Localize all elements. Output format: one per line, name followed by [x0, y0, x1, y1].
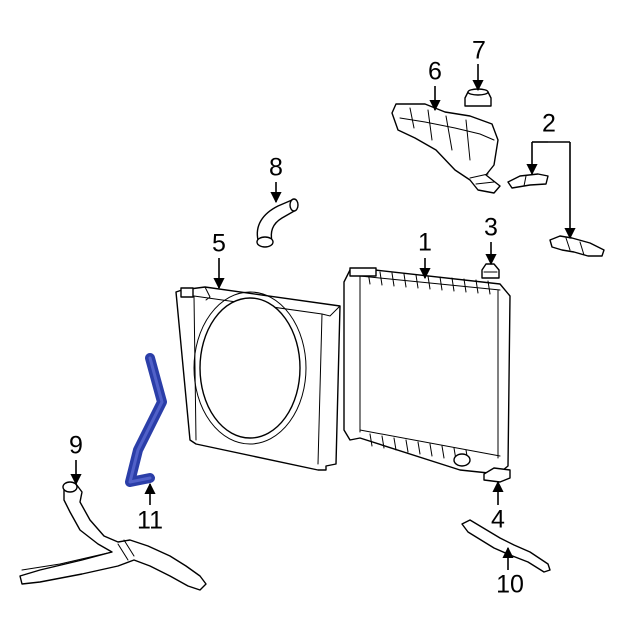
coolant-reservoir[interactable]	[391, 103, 501, 194]
callout-11: 11	[137, 506, 163, 535]
upper-radiator-hose[interactable]	[256, 198, 299, 248]
callout-2: 2	[542, 109, 556, 138]
leader-lines	[70, 64, 576, 570]
callout-7: 7	[472, 36, 486, 65]
reservoir-bracket-upper[interactable]	[507, 173, 549, 189]
reservoir-cap[interactable]	[464, 88, 492, 107]
radiator[interactable]	[343, 267, 511, 475]
coolant-tube[interactable]	[461, 519, 551, 573]
heater-hose-highlighted[interactable]	[125, 353, 167, 487]
callout-8: 8	[269, 153, 283, 182]
callout-10: 10	[496, 570, 524, 599]
callout-5: 5	[212, 229, 226, 258]
callout-4: 4	[491, 505, 505, 534]
callout-9: 9	[69, 431, 83, 460]
callout-3: 3	[484, 213, 498, 242]
lower-hose-assembly[interactable]	[19, 481, 207, 591]
callout-6: 6	[428, 57, 442, 86]
radiator-drain-cap[interactable]	[481, 263, 500, 279]
reservoir-bracket-lower[interactable]	[549, 235, 605, 257]
radiator-insulator[interactable]	[483, 467, 511, 483]
callout-1: 1	[418, 228, 432, 257]
fan-shroud[interactable]	[175, 286, 341, 471]
